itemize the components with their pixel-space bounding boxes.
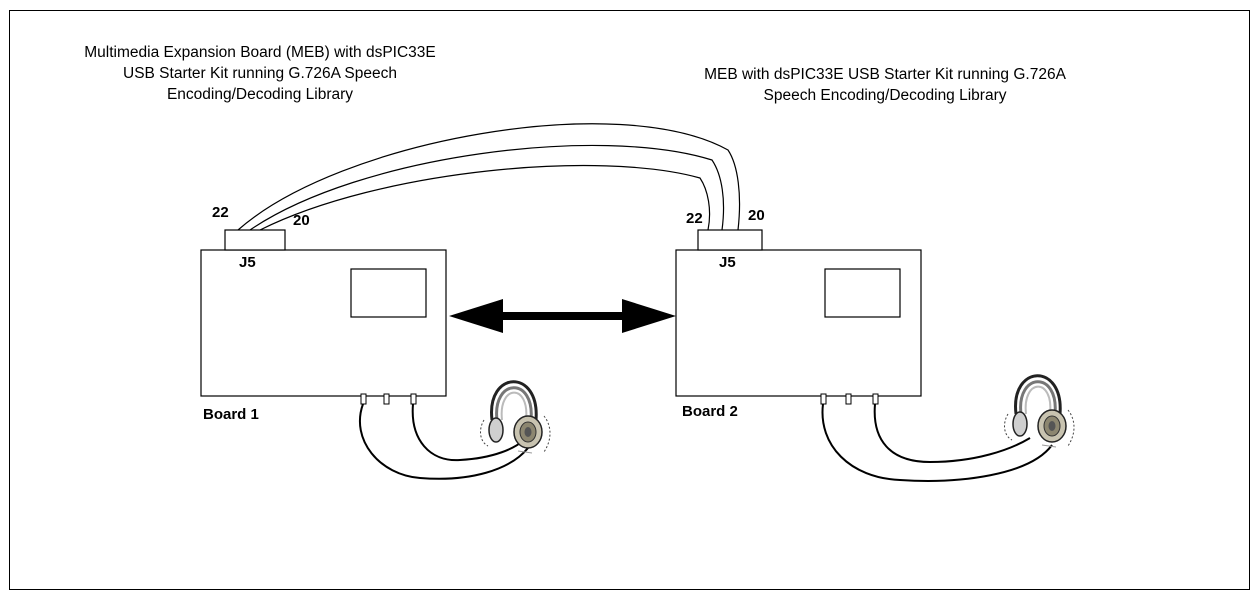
board1-name-label: Board 1 xyxy=(203,406,259,423)
bidirectional-arrow xyxy=(449,299,676,333)
headphones-icon xyxy=(481,382,550,453)
board1-j5-connector xyxy=(225,230,285,250)
ribbon-cable xyxy=(238,124,740,230)
board1-jack-3 xyxy=(411,394,416,404)
board2-connector-label: J5 xyxy=(719,254,736,271)
board1-headset-cable-a xyxy=(360,404,528,479)
board2-headset-cable-b xyxy=(875,404,1030,462)
board2-display xyxy=(825,269,900,317)
board2-name-label: Board 2 xyxy=(682,403,738,420)
board2 xyxy=(676,230,1074,481)
board1-display xyxy=(351,269,426,317)
board1-jack-2 xyxy=(384,394,389,404)
board1-headset-cable-b xyxy=(413,404,524,460)
board2-pin-22-label: 22 xyxy=(686,210,703,227)
board1-pin-20-label: 20 xyxy=(293,212,310,229)
board2-pin-20-label: 20 xyxy=(748,207,765,224)
board1-pin-22-label: 22 xyxy=(212,204,229,221)
board2-jack-2 xyxy=(846,394,851,404)
board2-j5-connector xyxy=(698,230,762,250)
system-diagram xyxy=(0,0,1251,573)
board1-connector-label: J5 xyxy=(239,254,256,271)
board1-jack-1 xyxy=(361,394,366,404)
board2-jack-3 xyxy=(873,394,878,404)
board2-jack-1 xyxy=(821,394,826,404)
headphones-icon xyxy=(1005,376,1074,447)
